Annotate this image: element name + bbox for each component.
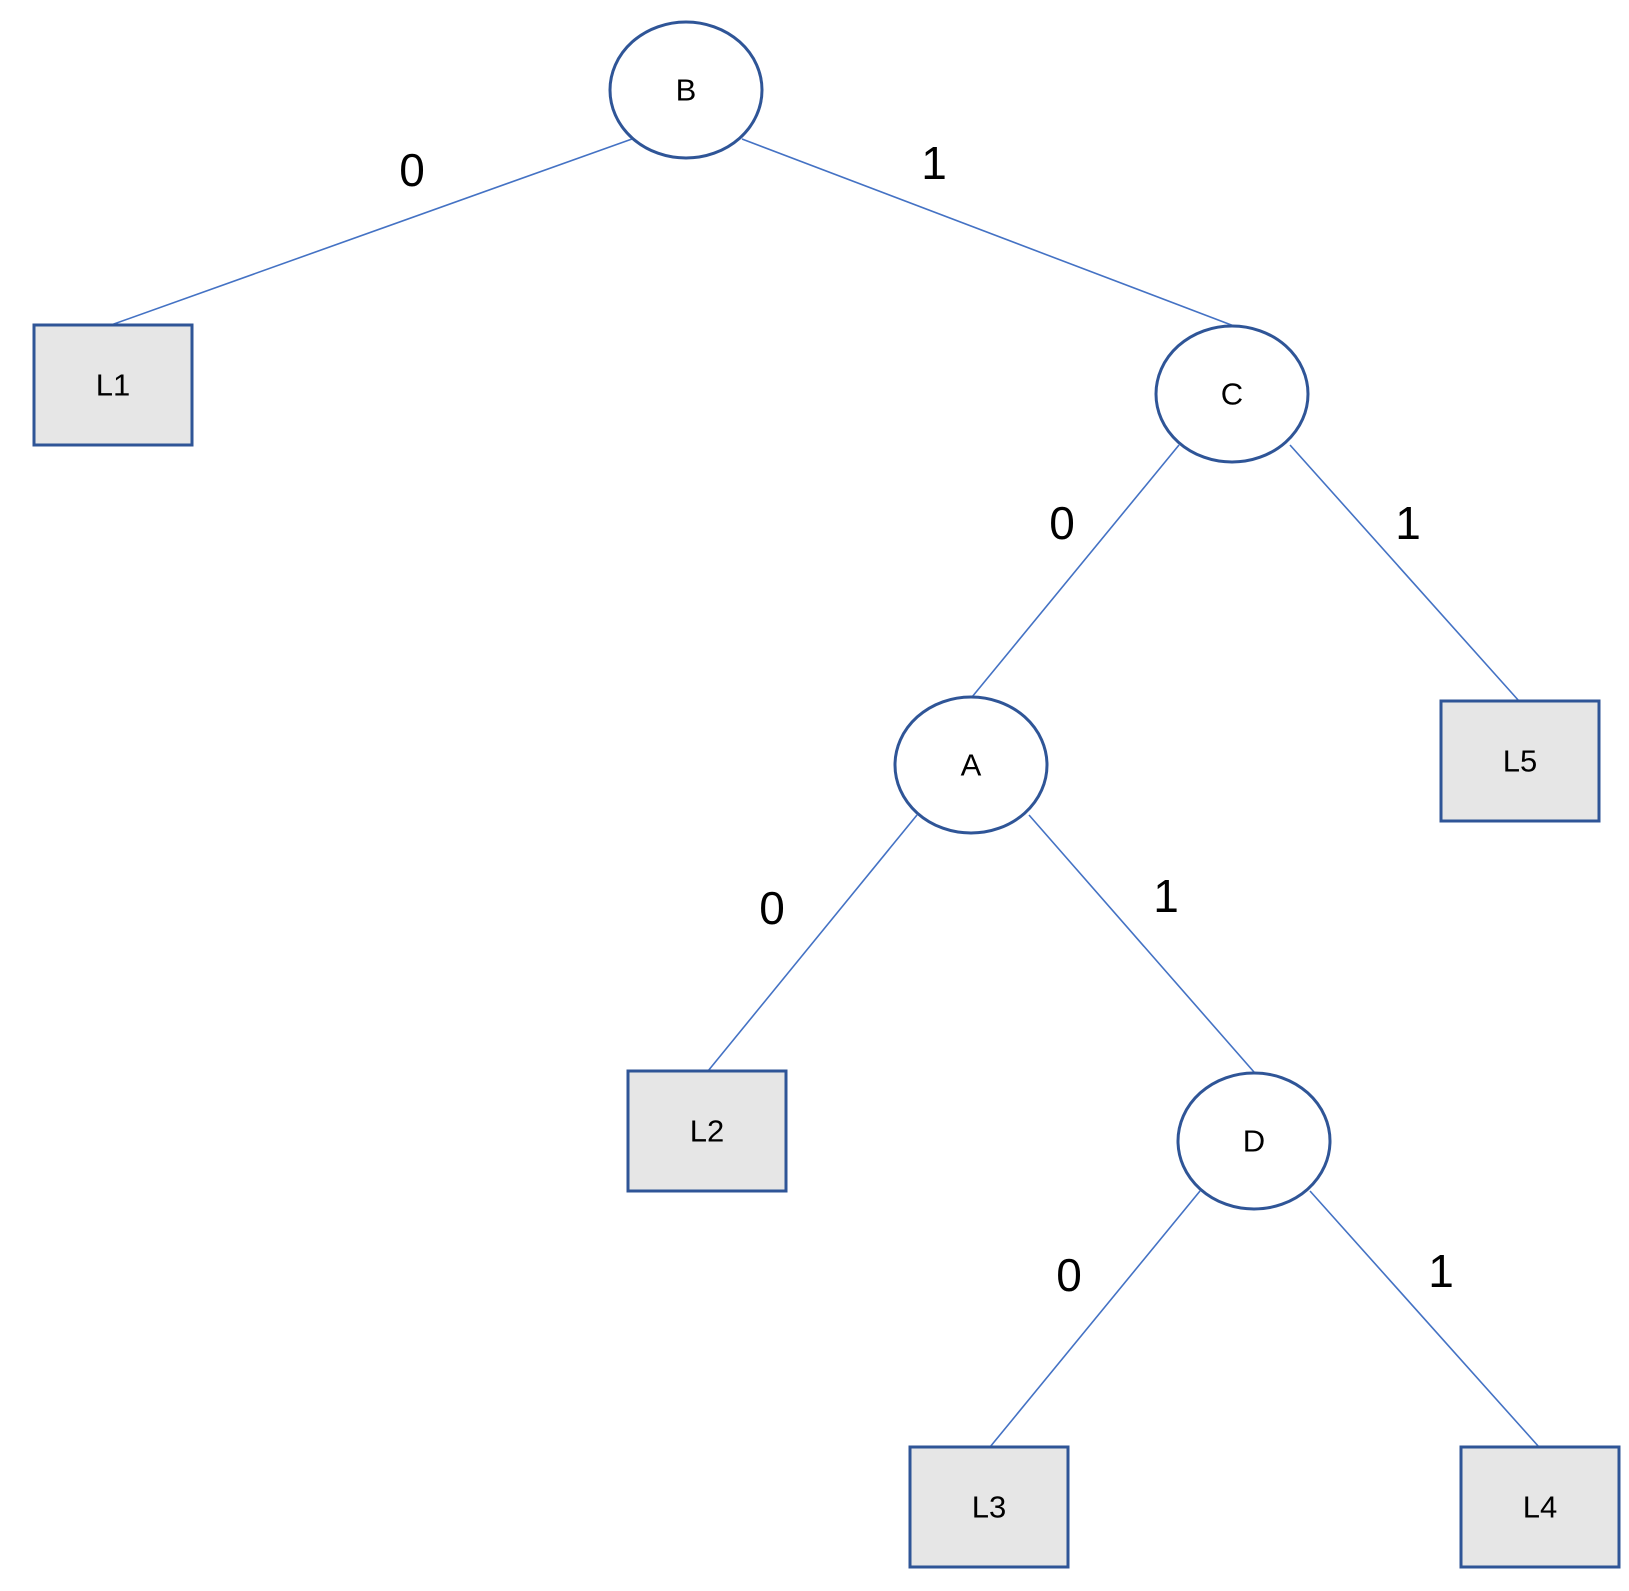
node-ellipse-a — [893, 695, 1049, 835]
edge-a-l2 — [707, 814, 918, 1072]
edge-label-b-c: 1 — [921, 137, 947, 189]
edge-label-a-d: 1 — [1153, 870, 1179, 922]
leaf-node-l1: L1 — [32, 323, 194, 447]
edge-labels-layer: 0 1 0 1 0 1 0 1 — [399, 137, 1454, 1301]
internal-node-a: A — [893, 695, 1049, 835]
internal-node-d: D — [1176, 1071, 1332, 1211]
node-label-l2: L2 — [690, 1114, 724, 1149]
node-ellipse-d — [1176, 1071, 1332, 1211]
edge-label-a-l2: 0 — [759, 882, 785, 934]
leaf-box-l3 — [908, 1445, 1070, 1569]
edges-layer — [110, 138, 1540, 1448]
internal-node-c: C — [1154, 324, 1310, 464]
edge-label-c-l5: 1 — [1395, 497, 1421, 549]
node-ellipse-b — [608, 20, 764, 160]
leaf-node-l5: L5 — [1439, 699, 1601, 823]
edge-label-b-l1: 0 — [399, 144, 425, 196]
edge-c-a — [971, 444, 1180, 698]
node-label-l3: L3 — [972, 1490, 1006, 1525]
edge-b-l1 — [110, 138, 633, 326]
leaf-box-l2 — [626, 1069, 788, 1193]
edge-label-d-l3: 0 — [1056, 1249, 1082, 1301]
node-label-l4: L4 — [1523, 1490, 1557, 1525]
node-label-b: B — [676, 73, 697, 108]
leaf-box-l5 — [1439, 699, 1601, 823]
edge-d-l3 — [989, 1190, 1201, 1448]
leaf-box-l4 — [1459, 1445, 1621, 1569]
edge-label-c-a: 0 — [1049, 497, 1075, 549]
node-label-a: A — [961, 748, 982, 783]
edge-label-d-l4: 1 — [1428, 1245, 1454, 1297]
leaf-node-l4: L4 — [1459, 1445, 1621, 1569]
node-label-c: C — [1221, 377, 1243, 412]
edge-d-l4 — [1309, 1190, 1540, 1448]
edge-b-c — [741, 138, 1235, 327]
internal-node-b: B — [608, 20, 764, 160]
leaf-node-l2: L2 — [626, 1069, 788, 1193]
node-label-d: D — [1243, 1124, 1265, 1159]
node-label-l5: L5 — [1503, 744, 1537, 779]
leaf-box-l1 — [32, 323, 194, 447]
node-ellipse-c — [1154, 324, 1310, 464]
leaf-node-l3: L3 — [908, 1445, 1070, 1569]
edge-c-l5 — [1289, 444, 1520, 702]
edge-a-d — [1028, 814, 1255, 1073]
node-label-l1: L1 — [96, 368, 130, 403]
